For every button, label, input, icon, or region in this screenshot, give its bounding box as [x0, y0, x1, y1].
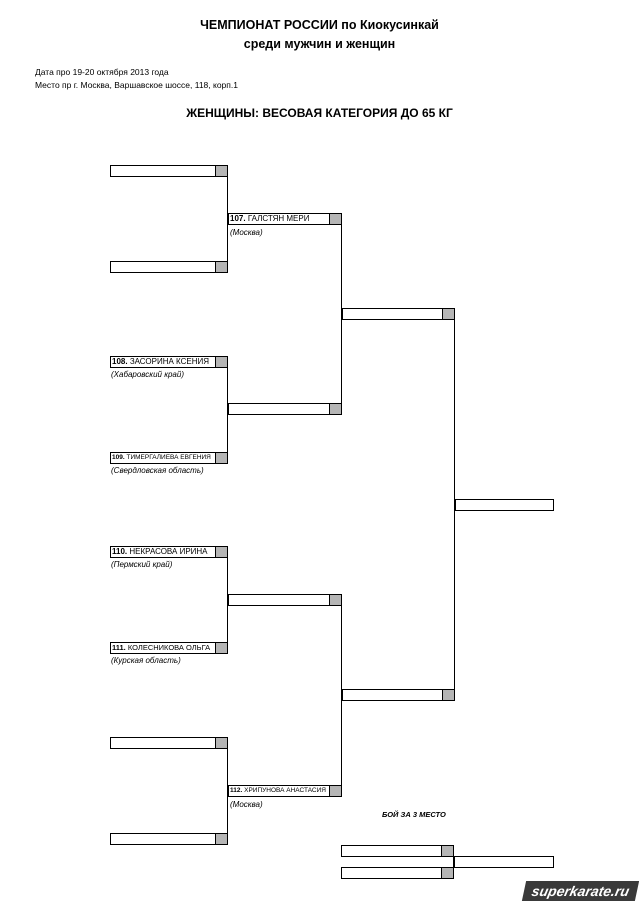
- score-box: [215, 453, 227, 463]
- score-box: [329, 404, 341, 414]
- score-box: [441, 868, 453, 878]
- score-box: [215, 834, 227, 844]
- fighter-region: (Пермский край): [111, 560, 173, 569]
- third-place-label: БОЙ ЗА 3 МЕСТО: [382, 810, 446, 819]
- empty-slot: [110, 833, 228, 845]
- championship-title: ЧЕМПИОНАТ РОССИИ по Киокусинкай: [200, 18, 439, 32]
- fighter-name: 110. НЕКРАСОВА ИРИНА: [112, 547, 208, 556]
- fighter-region: (Москва): [230, 228, 263, 237]
- bracket-line: [454, 314, 455, 695]
- winner-slot: [228, 403, 342, 415]
- semifinal-slot: [342, 308, 455, 320]
- fighter-name: 112. ХРИПУНОВА АНАСТАСИЯ: [230, 787, 326, 794]
- score-box: [215, 547, 227, 557]
- fighter-slot-110: 110. НЕКРАСОВА ИРИНА: [110, 546, 228, 558]
- fighter-region: (Хабаровский край): [111, 370, 184, 379]
- bracket-line: [227, 743, 228, 839]
- score-box: [215, 166, 227, 176]
- fighter-name: 107. ГАЛСТЯН МЕРИ: [230, 214, 310, 223]
- score-box: [329, 214, 341, 224]
- third-place-slot: [341, 845, 454, 857]
- fighter-region: (Москва): [230, 800, 263, 809]
- empty-slot: [110, 261, 228, 273]
- empty-slot: [110, 165, 228, 177]
- score-box: [215, 738, 227, 748]
- fighter-name: 108. ЗАСОРИНА КСЕНИЯ: [112, 357, 210, 366]
- fighter-slot-112: 112. ХРИПУНОВА АНАСТАСИЯ: [228, 785, 342, 797]
- weight-category: ЖЕНЩИНЫ: ВЕСОВАЯ КАТЕГОРИЯ ДО 65 КГ: [186, 106, 453, 120]
- bracket-line: [227, 362, 228, 458]
- third-place-slot: [341, 867, 454, 879]
- bracket-line: [341, 219, 342, 409]
- bracket-line: [227, 552, 228, 648]
- third-place-winner-slot: [454, 856, 554, 868]
- score-box: [329, 786, 341, 796]
- bracket-line: [341, 600, 342, 791]
- score-box: [215, 262, 227, 272]
- fighter-slot-109: 109. ТИМЕРГАЛИЕВА ЕВГЕНИЯ: [110, 452, 228, 464]
- score-box: [329, 595, 341, 605]
- score-box: [215, 643, 227, 653]
- fighter-region: (Свердловская область): [111, 466, 204, 475]
- score-box: [441, 846, 453, 856]
- score-box: [215, 357, 227, 367]
- semifinal-slot: [342, 689, 455, 701]
- bracket-line: [227, 171, 228, 267]
- final-winner-slot: [455, 499, 554, 511]
- date-line: Дата про 19-20 октября 2013 года: [35, 67, 169, 77]
- fighter-slot-111: 111. КОЛЕСНИКОВА ОЛЬГА: [110, 642, 228, 654]
- fighter-region: (Курская область): [111, 656, 181, 665]
- fighter-slot-108: 108. ЗАСОРИНА КСЕНИЯ: [110, 356, 228, 368]
- winner-slot: [228, 594, 342, 606]
- bracket-line: [453, 851, 454, 873]
- score-box: [442, 309, 454, 319]
- score-box: [442, 690, 454, 700]
- place-line: Место пр г. Москва, Варшавское шоссе, 11…: [35, 80, 238, 90]
- fighter-name: 111. КОЛЕСНИКОВА ОЛЬГА: [112, 643, 211, 652]
- empty-slot: [110, 737, 228, 749]
- fighter-name: 109. ТИМЕРГАЛИЕВА ЕВГЕНИЯ: [112, 454, 211, 461]
- fighter-slot-107: 107. ГАЛСТЯН МЕРИ: [228, 213, 342, 225]
- championship-subtitle: среди мужчин и женщин: [243, 37, 396, 51]
- watermark: superkarate.ru: [521, 881, 639, 901]
